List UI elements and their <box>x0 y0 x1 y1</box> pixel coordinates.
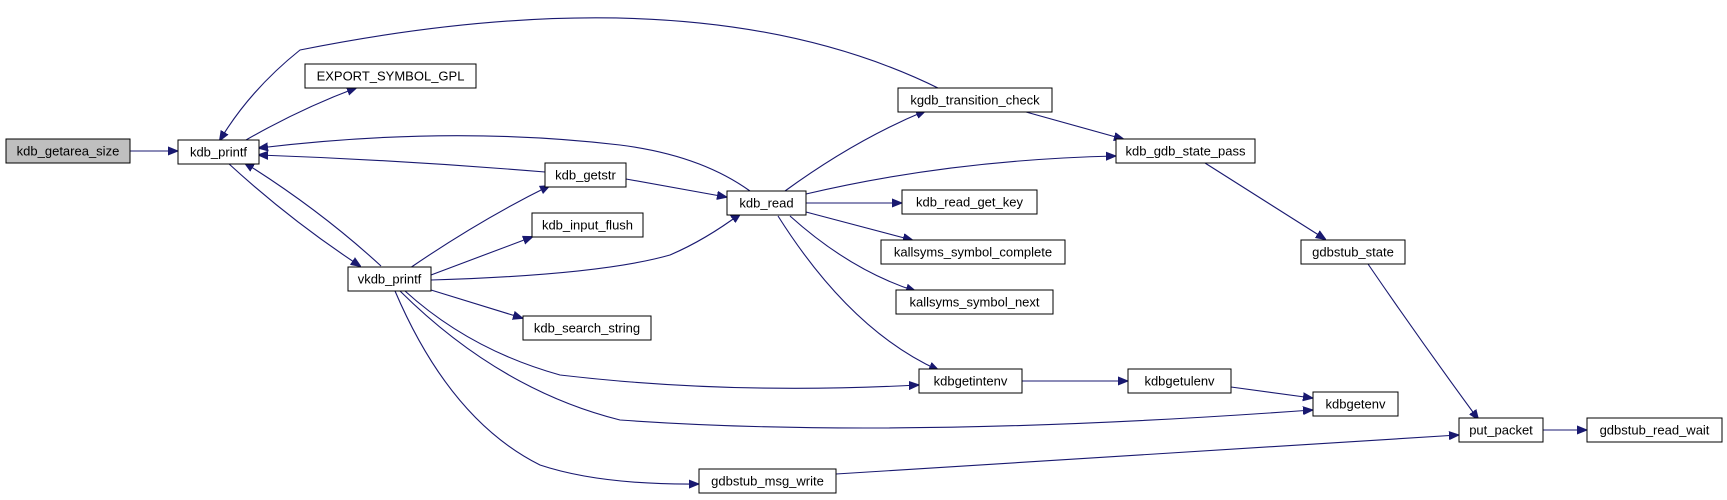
edge-kdb_gdb_state_pass-gdbstub_state <box>1204 162 1325 239</box>
node-kdb-input-flush[interactable]: kdb_input_flush <box>531 212 644 238</box>
node-label: kdbgetenv <box>1326 397 1386 412</box>
edge-kdb_read-kallsyms_symbol_next <box>789 215 915 291</box>
nodes: kdb_getarea_size kdb_printf EXPORT_SYMBO… <box>5 63 1723 494</box>
node-label: kgdb_transition_check <box>910 93 1040 108</box>
node-label: kdb_read_get_key <box>916 195 1023 210</box>
node-put-packet[interactable]: put_packet <box>1458 417 1544 443</box>
edge-vkdb_printf-kdbgetintenv <box>404 290 918 388</box>
edge-kdb_read-kallsyms_symbol_complete <box>805 211 912 240</box>
node-export-symbol-gpl[interactable]: EXPORT_SYMBOL_GPL <box>304 63 477 89</box>
node-label: gdbstub_msg_write <box>711 474 824 489</box>
node-kdbgetulenv[interactable]: kdbgetulenv <box>1127 368 1232 394</box>
node-label: kdb_getarea_size <box>17 144 120 159</box>
edge-vkdb_printf-kdb_read <box>430 214 740 281</box>
edge-vkdb_printf-kdb_search_string <box>430 289 522 318</box>
edge-gdbstub_msg_write-put_packet <box>835 435 1458 475</box>
node-kdb-gdb-state-pass[interactable]: kdb_gdb_state_pass <box>1115 138 1256 164</box>
edge-vkdb_printf-gdbstub_msg_write <box>394 290 698 484</box>
node-label: kdb_printf <box>190 145 247 160</box>
edge-kdb_read-kdbgetintenv <box>777 215 938 370</box>
edge-kgdb_transition_check-kdb_printf <box>220 17 941 140</box>
edge-kdb_read-kgdb_transition_check <box>784 111 925 192</box>
node-label: gdbstub_state <box>1312 245 1394 260</box>
node-label: kdb_input_flush <box>542 218 633 233</box>
node-kdb-search-string[interactable]: kdb_search_string <box>522 315 652 341</box>
edges <box>130 17 1586 484</box>
node-label: put_packet <box>1469 423 1533 438</box>
node-kdb-printf[interactable]: kdb_printf <box>177 139 260 165</box>
node-kdb-read[interactable]: kdb_read <box>726 190 807 216</box>
node-label: EXPORT_SYMBOL_GPL <box>317 69 465 84</box>
edge-kdb_printf-vkdb_printf <box>227 162 360 266</box>
node-kgdb-transition-check[interactable]: kgdb_transition_check <box>897 87 1053 113</box>
node-kdb-read-get-key[interactable]: kdb_read_get_key <box>901 189 1038 215</box>
node-label: kallsyms_symbol_complete <box>894 245 1052 260</box>
node-kallsyms-symbol-next[interactable]: kallsyms_symbol_next <box>895 289 1054 315</box>
edge-kdbgetulenv-kdbgetenv <box>1230 386 1312 398</box>
node-label: vkdb_printf <box>358 272 422 287</box>
edge-kdb_read-kdb_gdb_state_pass <box>805 156 1115 195</box>
node-label: gdbstub_read_wait <box>1600 423 1710 438</box>
node-label: kallsyms_symbol_next <box>909 295 1039 310</box>
node-kallsyms-symbol-complete[interactable]: kallsyms_symbol_complete <box>880 239 1066 265</box>
edge-vkdb_printf-kdb_printf <box>245 163 382 267</box>
node-label: kdbgetintenv <box>934 374 1008 389</box>
node-kdb-getstr[interactable]: kdb_getstr <box>544 162 627 188</box>
edge-kdb_printf-EXPORT_SYMBOL_GPL <box>245 88 356 141</box>
node-vkdb-printf[interactable]: vkdb_printf <box>347 266 432 292</box>
edge-kdb_getstr-kdb_read <box>625 178 726 197</box>
node-label: kdbgetulenv <box>1144 374 1215 389</box>
node-label: kdb_getstr <box>555 168 616 183</box>
node-gdbstub-state[interactable]: gdbstub_state <box>1300 239 1406 265</box>
node-label: kdb_read <box>739 196 793 211</box>
node-gdbstub-read-wait[interactable]: gdbstub_read_wait <box>1586 417 1723 443</box>
edge-kdb_getstr-kdb_printf <box>259 155 546 173</box>
edge-vkdb_printf-kdb_input_flush <box>430 237 532 276</box>
node-kdb-getarea-size[interactable]: kdb_getarea_size <box>5 138 131 164</box>
edge-kgdb_transition_check-kdb_gdb_state_pass <box>1025 111 1123 139</box>
edge-gdbstub_state-put_packet <box>1367 263 1478 419</box>
node-gdbstub-msg-write[interactable]: gdbstub_msg_write <box>698 468 837 494</box>
edge-vkdb_printf-kdb_getstr <box>409 186 549 269</box>
edge-kdb_read-kdb_printf <box>259 135 751 192</box>
edge-vkdb_printf-kdbgetenv <box>399 290 1312 429</box>
node-label: kdb_search_string <box>534 321 640 336</box>
node-kdbgetintenv[interactable]: kdbgetintenv <box>918 368 1023 394</box>
node-kdbgetenv[interactable]: kdbgetenv <box>1312 391 1399 417</box>
node-label: kdb_gdb_state_pass <box>1126 144 1246 159</box>
